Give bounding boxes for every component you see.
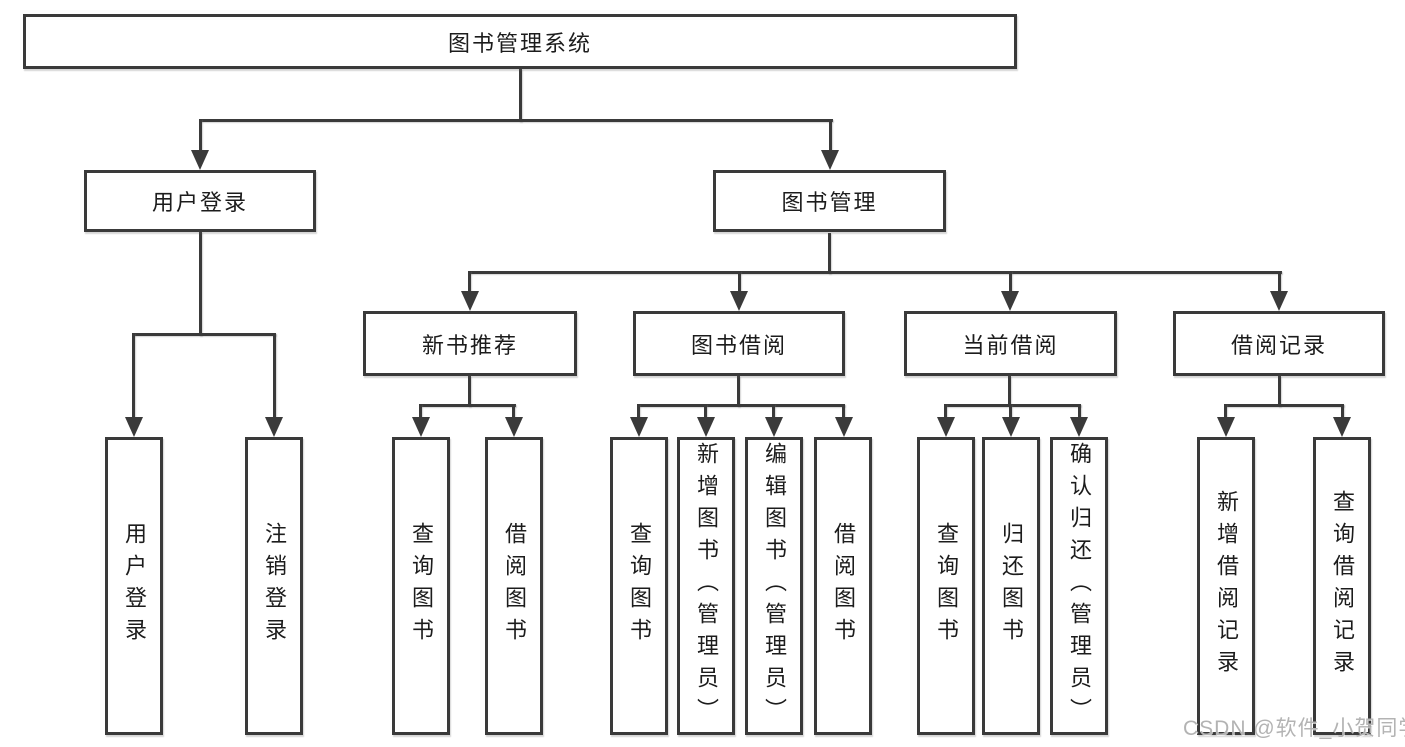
connector-line bbox=[737, 376, 740, 407]
node-leaf-query-books-2-label: 查询图书 bbox=[627, 522, 652, 650]
node-leaf-query-borrow-record-label: 查询借阅记录 bbox=[1330, 490, 1355, 682]
node-leaf-query-books-3-label: 查询图书 bbox=[934, 522, 959, 650]
arrowhead-down bbox=[765, 417, 783, 437]
connector-line bbox=[637, 404, 845, 407]
node-root: 图书管理系统 bbox=[23, 14, 1017, 69]
arrowhead-down bbox=[730, 291, 748, 311]
node-leaf-logout-label: 注销登录 bbox=[262, 522, 287, 650]
node-borrow-records-label: 借阅记录 bbox=[1230, 332, 1327, 358]
node-leaf-confirm-return-admin: 确认归还（管理员） bbox=[1050, 437, 1108, 735]
connector-line bbox=[199, 232, 202, 336]
connector-line bbox=[1278, 376, 1281, 407]
node-user-login-label: 用户登录 bbox=[151, 190, 248, 215]
csdn-watermark: CSDN @软件_小贺同学 bbox=[1183, 717, 1405, 740]
arrowhead-down bbox=[505, 417, 523, 437]
connector-line bbox=[132, 333, 135, 420]
connector-line bbox=[199, 119, 833, 122]
arrowhead-down bbox=[1333, 417, 1351, 437]
arrowhead-down bbox=[630, 417, 648, 437]
node-new-book-recommend-label: 新书推荐 bbox=[421, 332, 518, 358]
node-leaf-query-books-2: 查询图书 bbox=[610, 437, 668, 735]
node-leaf-add-borrow-record: 新增借阅记录 bbox=[1197, 437, 1255, 735]
connector-line bbox=[468, 271, 471, 293]
connector-line bbox=[944, 404, 1081, 407]
node-book-management: 图书管理 bbox=[713, 170, 946, 232]
arrowhead-down bbox=[191, 150, 209, 170]
node-leaf-query-books-3: 查询图书 bbox=[917, 437, 975, 735]
connector-line bbox=[519, 69, 522, 122]
node-leaf-query-books-1: 查询图书 bbox=[392, 437, 450, 735]
arrowhead-down bbox=[697, 417, 715, 437]
node-book-borrowing: 图书借阅 bbox=[633, 311, 845, 376]
node-leaf-borrow-books-1-label: 借阅图书 bbox=[502, 522, 527, 650]
node-root-label: 图书管理系统 bbox=[447, 30, 592, 56]
connector-line bbox=[1078, 404, 1081, 420]
connector-line bbox=[1008, 376, 1011, 407]
node-leaf-return-books: 归还图书 bbox=[982, 437, 1040, 735]
arrowhead-down bbox=[125, 417, 143, 437]
connector-line bbox=[419, 404, 422, 420]
arrowhead-down bbox=[1270, 291, 1288, 311]
connector-line bbox=[1224, 404, 1227, 420]
node-new-book-recommend: 新书推荐 bbox=[363, 311, 577, 376]
connector-line bbox=[419, 404, 516, 407]
arrowhead-down bbox=[937, 417, 955, 437]
arrowhead-down bbox=[461, 291, 479, 311]
arrowhead-down bbox=[265, 417, 283, 437]
connector-line bbox=[637, 404, 640, 420]
arrowhead-down bbox=[835, 417, 853, 437]
node-leaf-add-borrow-record-label: 新增借阅记录 bbox=[1214, 490, 1239, 682]
connector-line bbox=[944, 404, 947, 420]
arrowhead-down bbox=[1217, 417, 1235, 437]
connector-line bbox=[828, 233, 831, 274]
connector-line bbox=[738, 271, 741, 293]
node-leaf-edit-books-admin: 编辑图书（管理员） bbox=[745, 437, 803, 735]
connector-line bbox=[132, 333, 276, 336]
arrowhead-down bbox=[821, 150, 839, 170]
connector-line bbox=[468, 271, 1282, 274]
connector-line bbox=[1224, 404, 1344, 407]
node-leaf-borrow-books-2-label: 借阅图书 bbox=[831, 522, 856, 650]
node-current-borrowing: 当前借阅 bbox=[904, 311, 1117, 376]
connector-line bbox=[772, 404, 775, 420]
node-user-login: 用户登录 bbox=[84, 170, 316, 232]
node-leaf-edit-books-admin-label: 编辑图书（管理员） bbox=[762, 442, 787, 730]
node-leaf-return-books-label: 归还图书 bbox=[999, 522, 1024, 650]
node-leaf-query-borrow-record: 查询借阅记录 bbox=[1313, 437, 1371, 735]
node-leaf-query-books-1-label: 查询图书 bbox=[409, 522, 434, 650]
connector-line bbox=[199, 119, 202, 153]
node-borrow-records: 借阅记录 bbox=[1173, 311, 1385, 376]
connector-line bbox=[1009, 271, 1012, 293]
node-book-management-label: 图书管理 bbox=[781, 190, 878, 215]
connector-line bbox=[1341, 404, 1344, 420]
arrowhead-down bbox=[1070, 417, 1088, 437]
arrowhead-down bbox=[1001, 291, 1019, 311]
connector-line bbox=[1009, 404, 1012, 420]
connector-line bbox=[468, 376, 471, 407]
node-leaf-add-books-admin: 新增图书（管理员） bbox=[677, 437, 735, 735]
arrowhead-down bbox=[412, 417, 430, 437]
node-leaf-add-books-admin-label: 新增图书（管理员） bbox=[694, 442, 719, 730]
connector-line bbox=[273, 333, 276, 420]
node-leaf-user-login-label: 用户登录 bbox=[122, 522, 147, 650]
node-book-borrowing-label: 图书借阅 bbox=[690, 332, 787, 358]
node-leaf-borrow-books-1: 借阅图书 bbox=[485, 437, 543, 735]
node-leaf-logout: 注销登录 bbox=[245, 437, 303, 735]
node-leaf-borrow-books-2: 借阅图书 bbox=[814, 437, 872, 735]
node-current-borrowing-label: 当前借阅 bbox=[962, 332, 1059, 358]
connector-line bbox=[842, 404, 845, 420]
connector-line bbox=[829, 119, 832, 153]
node-leaf-confirm-return-admin-label: 确认归还（管理员） bbox=[1067, 442, 1092, 730]
connector-line bbox=[1278, 271, 1281, 293]
node-leaf-user-login: 用户登录 bbox=[105, 437, 163, 735]
connector-line bbox=[704, 404, 707, 420]
arrowhead-down bbox=[1002, 417, 1020, 437]
connector-line bbox=[512, 404, 515, 420]
